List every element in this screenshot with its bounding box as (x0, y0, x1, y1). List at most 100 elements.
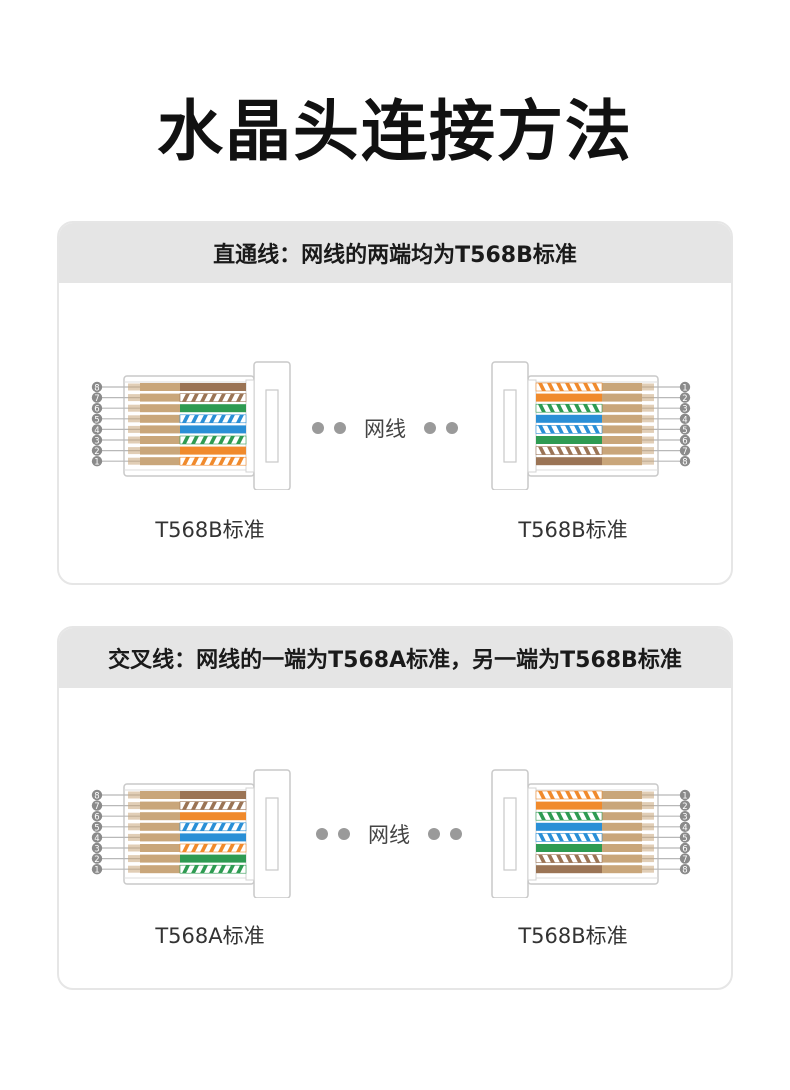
pin-number: 3 (682, 813, 687, 823)
wire-stripe-mark (200, 393, 208, 402)
wire-contact-section (140, 812, 180, 821)
pin-number-badge (679, 864, 691, 875)
wire-stripe-mark (200, 844, 208, 852)
wire-contact-section (140, 822, 180, 831)
wire-contact-section (140, 393, 180, 402)
wire-stripe-mark (583, 833, 591, 842)
pin-number: 7 (94, 802, 99, 812)
wire-contact-section (602, 833, 642, 842)
wire-stripe-mark (227, 393, 235, 402)
pin-number: 2 (94, 447, 99, 457)
wire-stripe-mark (236, 457, 244, 466)
wire-stripe-mark (565, 383, 573, 391)
wire-stripe-mark (556, 383, 564, 391)
wire-stripe-mark (556, 404, 564, 413)
wire-stripe-mark (236, 844, 244, 852)
pin-contact (642, 447, 654, 455)
pin-number: 4 (682, 823, 687, 833)
pin-number-badge (91, 842, 103, 854)
cable-dot (446, 422, 458, 434)
wire-stripe-mark (556, 812, 564, 821)
wire-stripe-mark (556, 446, 564, 455)
pin-contact (642, 844, 654, 852)
wire-stripe-mark (200, 822, 208, 831)
wire-stripe-mark (191, 844, 199, 852)
pin-number: 4 (94, 426, 99, 436)
pin-contact (128, 865, 140, 873)
pin-number-badge (679, 434, 691, 446)
wire-blue (180, 833, 246, 842)
pin-contact (642, 855, 654, 863)
wire-orange (536, 393, 602, 402)
wire-stripe-mark (218, 393, 226, 402)
wire-contact-section (602, 457, 642, 466)
cable-indicator: 网线 (316, 819, 462, 849)
wire-contact-section (602, 414, 642, 423)
wire-stripe-mark (209, 822, 217, 831)
wire-stripe-mark (565, 854, 573, 863)
pin-number: 1 (94, 866, 99, 876)
wire-contact-section (602, 844, 642, 852)
wire-contact-section (602, 404, 642, 413)
pin-contact (642, 833, 654, 841)
wire-stripe-mark (583, 854, 591, 863)
pin-number: 6 (94, 813, 99, 823)
wire-stripe-mark (583, 425, 591, 434)
wire-stripe-mark (191, 801, 199, 810)
wire-stripe-mark (574, 383, 582, 391)
pin-number: 2 (682, 394, 687, 404)
wire-blue (180, 425, 246, 434)
wire-contact-section (140, 833, 180, 842)
pin-contact (128, 394, 140, 402)
wire-stripe-mark (182, 436, 190, 444)
pin-number-badge (679, 403, 691, 414)
wire-stripe-mark (182, 844, 190, 852)
wire-stripe-mark (538, 446, 546, 455)
wire-stripe-mark (209, 844, 217, 852)
pin-number: 7 (682, 855, 687, 865)
pin-contact (128, 383, 140, 391)
wire-stripe-mark (191, 414, 199, 423)
standard-label-right: T568B标准 (518, 518, 628, 542)
wire-stripe-mark (209, 457, 217, 466)
pin-number-badge (91, 789, 103, 801)
wire-stripe-mark (209, 436, 217, 444)
wire-stripe-mark (574, 425, 582, 434)
wire-stripe-mark (565, 833, 573, 842)
wire-stripe-mark (574, 404, 582, 413)
pin-number: 7 (682, 447, 687, 457)
wire-contact-section (602, 393, 642, 402)
cable-dot (424, 422, 436, 434)
wire-stripe-mark (556, 833, 564, 842)
wire-stripe-mark (565, 446, 573, 455)
wire-stripe-mark (236, 393, 244, 402)
cable-dot (316, 828, 328, 840)
pin-number: 4 (682, 415, 687, 425)
wire-contact-section (140, 791, 180, 799)
wire-brown (180, 791, 246, 799)
wire-stripe-mark (227, 801, 235, 810)
pin-number: 5 (682, 426, 687, 436)
pin-number-badge (679, 832, 691, 843)
pin-contact (128, 812, 140, 820)
wire-contact-section (140, 446, 180, 455)
wire-stripe-mark (191, 436, 199, 444)
pin-number-badge (91, 800, 103, 811)
pin-contact (128, 415, 140, 423)
straight-through-header: 直通线：网线的两端均为T568B标准 (59, 223, 731, 283)
pin-number-badge (679, 853, 691, 864)
wire-stripe-mark (556, 425, 564, 434)
pin-contact (642, 791, 654, 799)
wire-contact-section (140, 865, 180, 874)
wire-stripe-mark (574, 791, 582, 799)
pin-number-badge (679, 789, 691, 801)
wire-stripe-mark (592, 425, 600, 434)
pin-number: 6 (682, 437, 687, 447)
wire-stripe-mark (191, 865, 199, 874)
cable-dot (312, 422, 324, 434)
pin-number: 3 (682, 405, 687, 415)
wire-stripe-mark (583, 404, 591, 413)
wire-green (536, 844, 602, 852)
pin-contact (642, 457, 654, 465)
